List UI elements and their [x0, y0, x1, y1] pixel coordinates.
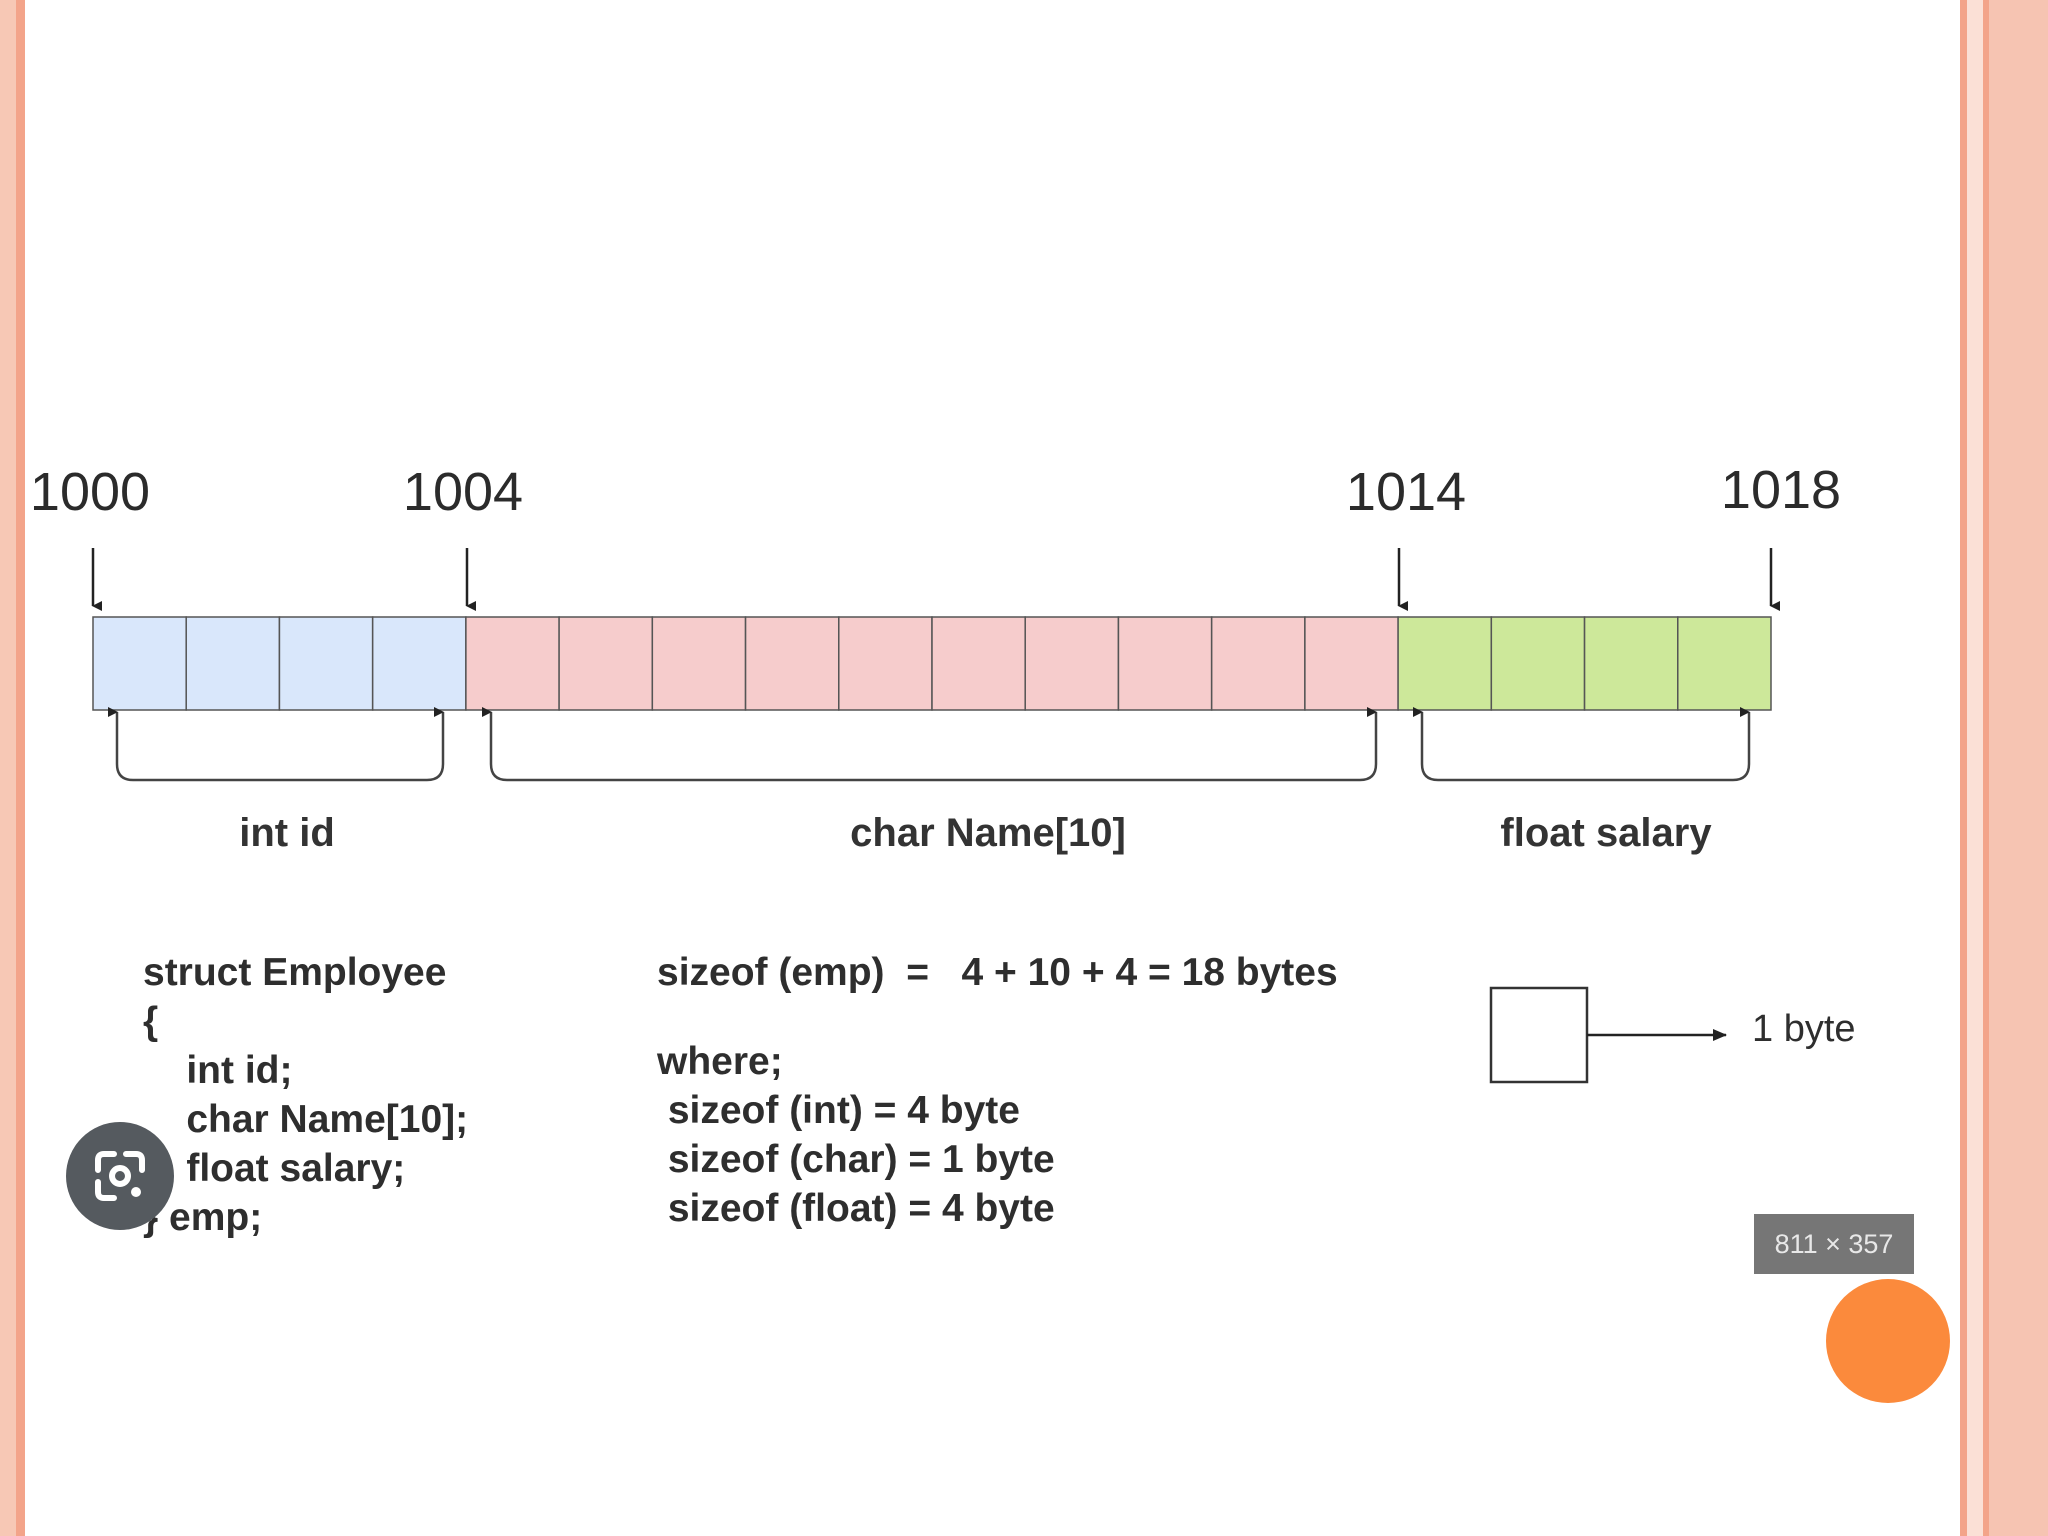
- slide-border-left: [0, 0, 16, 1536]
- segment-bracket: [108, 707, 445, 782]
- memory-byte-cell: [1304, 616, 1399, 711]
- memory-byte-cell: [1117, 616, 1213, 711]
- memory-byte-cell: [838, 616, 933, 711]
- segment-bracket: [482, 707, 1378, 782]
- byte-legend-label: 1 byte: [1752, 1008, 1856, 1050]
- where-label: where;: [657, 1040, 783, 1083]
- memory-byte-cell: [1210, 616, 1306, 711]
- segment-bracket: [1413, 707, 1751, 782]
- segment-label-float-salary: float salary: [1500, 811, 1712, 855]
- code-line: struct Employee: [143, 951, 447, 994]
- memory-byte-cell: [744, 616, 840, 711]
- address-label: 1018: [1721, 460, 1841, 520]
- orange-circle-decoration: [1826, 1279, 1950, 1403]
- sizeof-line: sizeof (float) = 4 byte: [657, 1187, 1055, 1230]
- struct-definition: struct Employee { int id; char Name[10];…: [143, 948, 468, 1242]
- sizeof-line: sizeof (int) = 4 byte: [657, 1089, 1020, 1132]
- memory-byte-cell: [931, 616, 1026, 711]
- memory-byte-cell: [651, 616, 747, 711]
- memory-byte-cell: [1583, 616, 1679, 711]
- address-label: 1014: [1346, 462, 1466, 522]
- memory-cells: [92, 616, 1772, 711]
- code-line: int id;: [143, 1049, 293, 1092]
- code-line: char Name[10];: [143, 1098, 469, 1141]
- byte-legend-box: [1489, 986, 1589, 1084]
- segment-label-char-name: char Name[10]: [850, 811, 1126, 855]
- memory-byte-cell: [185, 616, 281, 711]
- code-line: float salary;: [143, 1147, 406, 1190]
- slide-border-right-line: [1960, 0, 1967, 1536]
- segment-label-int-id: int id: [239, 811, 335, 855]
- code-line: } emp;: [143, 1196, 263, 1239]
- memory-byte-cell: [465, 616, 560, 711]
- spacer: [657, 997, 1338, 1037]
- memory-byte-cell: [371, 616, 467, 711]
- sizeof-total: sizeof (emp) = 4 + 10 + 4 = 18 bytes: [657, 951, 1338, 994]
- memory-byte-cell: [278, 616, 374, 711]
- code-line: {: [143, 1000, 159, 1043]
- image-dimensions-badge: 811 × 357: [1754, 1214, 1914, 1274]
- slide-border-right-line: [1983, 0, 1989, 1536]
- memory-byte-cell: [1024, 616, 1120, 711]
- memory-byte-cell: [558, 616, 654, 711]
- google-lens-icon[interactable]: [66, 1122, 174, 1230]
- memory-byte-cell: [1397, 616, 1493, 711]
- slide-border-left-line: [16, 0, 25, 1536]
- size-calculation: sizeof (emp) = 4 + 10 + 4 = 18 bytes whe…: [657, 948, 1338, 1233]
- memory-byte-cell: [92, 616, 187, 711]
- lens-glyph: [95, 1151, 145, 1201]
- slide-border-right-inner: [1967, 0, 1983, 1536]
- memory-byte-cell: [1677, 616, 1772, 711]
- address-label: 1004: [403, 462, 523, 522]
- sizeof-line: sizeof (char) = 1 byte: [657, 1138, 1055, 1181]
- address-label: 1000: [30, 462, 150, 522]
- memory-byte-cell: [1490, 616, 1586, 711]
